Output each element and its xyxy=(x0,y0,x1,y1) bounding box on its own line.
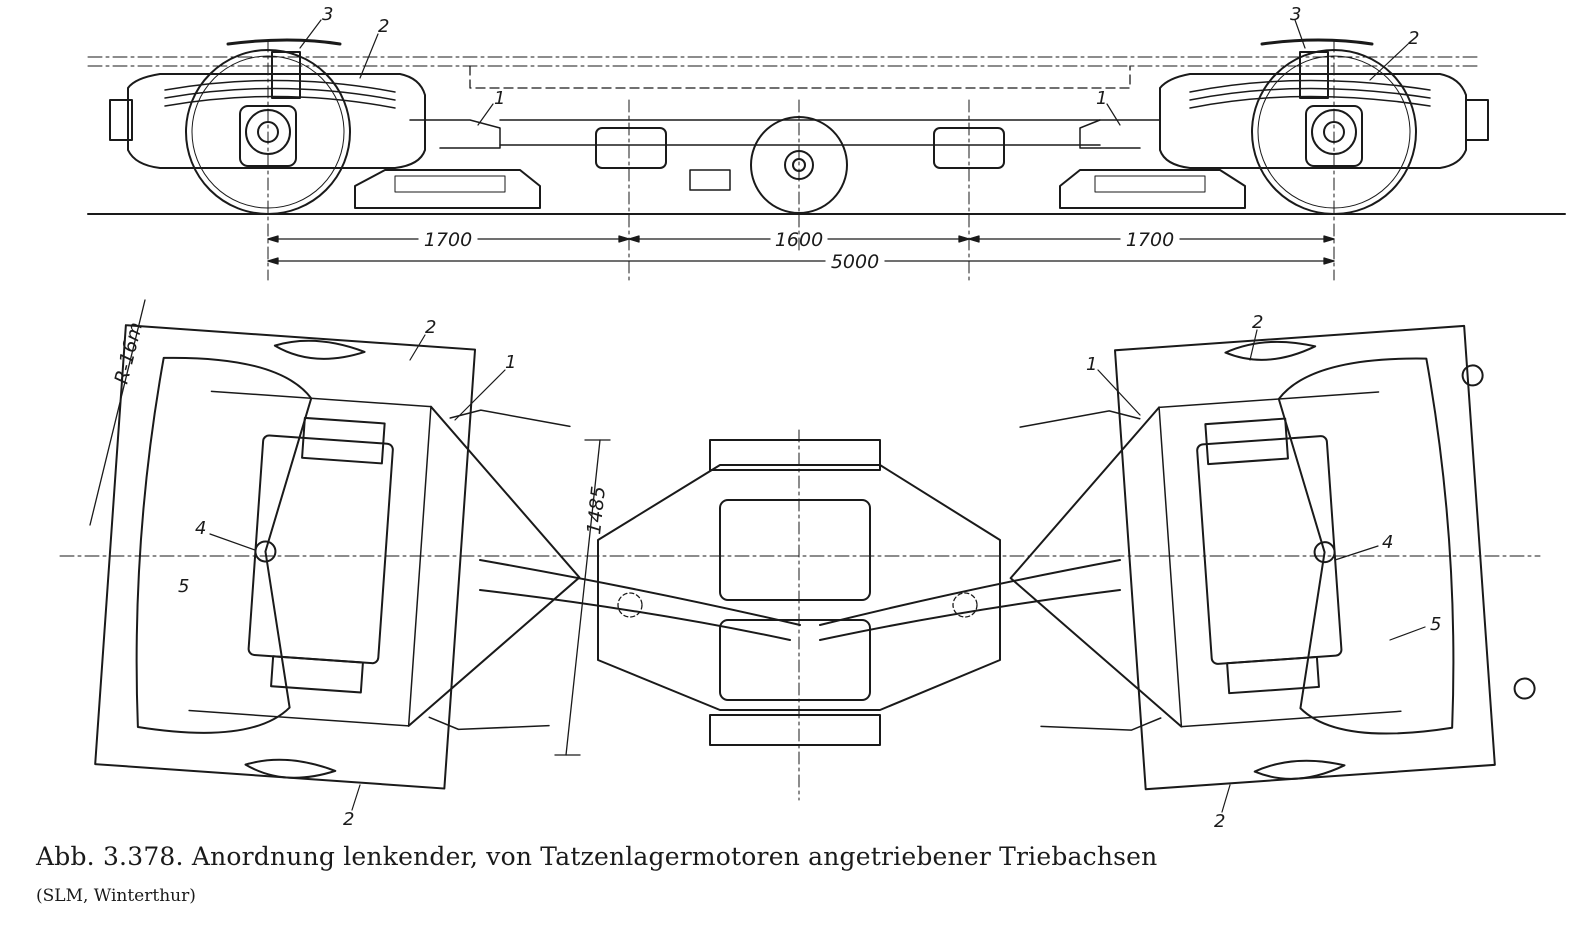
callout-side-right-2: 2 xyxy=(1408,28,1419,49)
callout-side-left-3: 3 xyxy=(322,4,333,25)
center-axle-plan xyxy=(479,429,1121,801)
callout-plan-right-4: 4 xyxy=(1382,532,1393,553)
callout-plan-right-5: 5 xyxy=(1430,614,1441,635)
callout-plan-left-5: 5 xyxy=(178,576,189,597)
center-axle-side xyxy=(499,116,1101,214)
callout-plan-right-top-2: 2 xyxy=(1252,312,1263,333)
dim-1700-right: 1700 xyxy=(1126,229,1174,251)
callout-side-right-3: 3 xyxy=(1290,4,1301,25)
callout-side-left-1: 1 xyxy=(494,88,505,109)
dim-1485: 1485 xyxy=(583,485,610,535)
dim-1700-left: 1700 xyxy=(424,229,472,251)
dim-5000: 5000 xyxy=(831,251,879,273)
dim-1600: 1600 xyxy=(775,229,823,251)
radius-label: R-16m xyxy=(111,320,148,386)
left-plan-bogie xyxy=(94,324,581,790)
callout-plan-left-top-2: 2 xyxy=(425,317,436,338)
callout-plan-right-bottom-2: 2 xyxy=(1214,811,1225,832)
callout-side-right-1: 1 xyxy=(1096,88,1107,109)
callout-plan-left-1: 1 xyxy=(505,352,516,373)
figure-source: (SLM, Winterthur) xyxy=(36,886,196,906)
callout-plan-left-bottom-2: 2 xyxy=(343,809,354,830)
callout-leaders xyxy=(209,19,1426,813)
right-plan-bogie xyxy=(1009,324,1536,791)
callout-plan-left-4: 4 xyxy=(195,518,206,539)
dimension-1485 xyxy=(554,439,611,756)
callout-plan-right-1: 1 xyxy=(1086,354,1097,375)
plan-view xyxy=(59,19,1541,813)
figure-caption: Abb. 3.378. Anordnung lenkender, von Tat… xyxy=(36,842,1158,871)
side-view xyxy=(87,38,1566,281)
side-dimensions xyxy=(267,235,1335,265)
callout-side-left-2: 2 xyxy=(378,16,389,37)
radius-dimension-line xyxy=(89,299,146,526)
